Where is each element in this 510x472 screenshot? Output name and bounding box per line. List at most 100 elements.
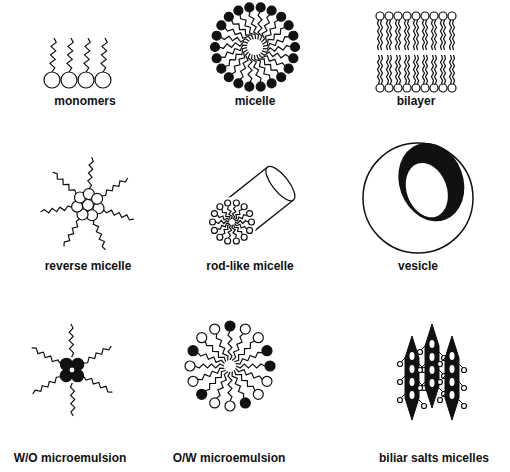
hydroxyl-face	[410, 352, 415, 360]
head-group	[247, 211, 253, 217]
head-group	[448, 12, 456, 20]
tail-chain	[70, 383, 74, 416]
tail-chain	[262, 20, 278, 44]
tail-chain	[248, 53, 252, 82]
head-group	[262, 346, 272, 356]
head-group	[418, 350, 423, 355]
head-group	[249, 219, 255, 225]
tail-chain	[399, 55, 401, 84]
head-group	[439, 12, 447, 20]
hydroxyl-face	[450, 391, 455, 399]
head-group	[211, 227, 217, 233]
head-group	[265, 361, 275, 371]
head-group	[253, 389, 263, 399]
head-group	[44, 72, 60, 88]
tail-chain	[390, 55, 392, 84]
rod-like-micelle-figure	[207, 162, 300, 247]
tail-chain	[195, 364, 224, 368]
head-group	[289, 54, 298, 63]
head-group	[188, 376, 198, 386]
head-group	[403, 84, 411, 92]
tail-chain	[381, 20, 383, 50]
tail-chain	[405, 55, 407, 84]
head-group	[253, 333, 263, 343]
head-group	[233, 200, 239, 206]
head-group	[197, 333, 207, 343]
head-group	[217, 64, 226, 73]
tail-chain	[228, 206, 233, 219]
head-group	[256, 3, 265, 12]
tail-chain	[450, 55, 452, 84]
tail-chain	[441, 20, 443, 50]
head-group	[439, 84, 447, 92]
head-group	[210, 324, 220, 334]
tail-chain	[32, 348, 61, 364]
head-group	[289, 31, 298, 40]
head-group	[240, 324, 250, 334]
head-group	[398, 398, 403, 403]
head-group	[92, 193, 103, 204]
tail-chain	[228, 331, 232, 360]
structure-label: monomers	[54, 94, 115, 109]
bilayer-figure	[376, 12, 456, 92]
head-group	[247, 227, 253, 233]
tail-chain	[64, 219, 80, 247]
head-group	[69, 367, 75, 373]
tail-chain	[236, 352, 263, 364]
head-group	[291, 43, 300, 52]
head-group	[217, 234, 223, 240]
tail-chain	[423, 20, 425, 50]
hydroxyl-face	[430, 379, 435, 387]
tail-chain	[232, 372, 244, 399]
tail-chain	[435, 55, 437, 84]
structure-label: vesicle	[398, 259, 438, 274]
head-group	[398, 380, 403, 385]
tail-chain	[84, 38, 90, 72]
head-group	[233, 238, 239, 244]
head-group	[225, 401, 235, 411]
head-group	[234, 79, 243, 88]
head-group	[421, 84, 429, 92]
wo-microemulsion-figure	[32, 324, 113, 416]
tail-chain	[83, 376, 112, 392]
head-group	[412, 84, 420, 92]
head-group	[225, 321, 235, 331]
tail-chain	[453, 55, 455, 84]
tail-chain	[396, 20, 398, 50]
tail-chain	[225, 48, 247, 67]
tail-chain	[225, 28, 251, 40]
head-group	[245, 82, 254, 91]
tail-chain	[405, 20, 407, 50]
tail-chain	[390, 20, 392, 50]
hydroxyl-face	[430, 353, 435, 361]
tail-chain	[67, 38, 73, 72]
head-group	[240, 398, 250, 408]
tail-chain	[378, 20, 380, 50]
hydroxyl-face	[410, 365, 415, 373]
structure-label: reverse micelle	[45, 259, 132, 274]
head-group	[262, 376, 272, 386]
head-group	[211, 43, 220, 52]
head-group	[210, 398, 220, 408]
head-group	[448, 84, 456, 92]
tail-chain	[444, 55, 446, 84]
hydroxyl-face	[410, 378, 415, 386]
reverse-micelle-figure	[41, 157, 134, 250]
head-group	[394, 84, 402, 92]
structure-label: bilayer	[397, 94, 436, 109]
head-group	[78, 72, 94, 88]
tail-chain	[236, 368, 263, 379]
tail-chain	[234, 341, 255, 362]
head-group	[284, 64, 293, 73]
head-group	[241, 204, 247, 210]
tail-chain	[258, 11, 262, 40]
head-group	[224, 73, 233, 82]
hydroxyl-face	[430, 340, 435, 348]
head-group	[462, 386, 467, 391]
head-group	[185, 361, 195, 371]
tail-chain	[426, 55, 428, 84]
structure-label: biliar salts micelles	[379, 451, 489, 466]
tail-chain	[217, 372, 228, 399]
tail-chain	[228, 225, 232, 238]
